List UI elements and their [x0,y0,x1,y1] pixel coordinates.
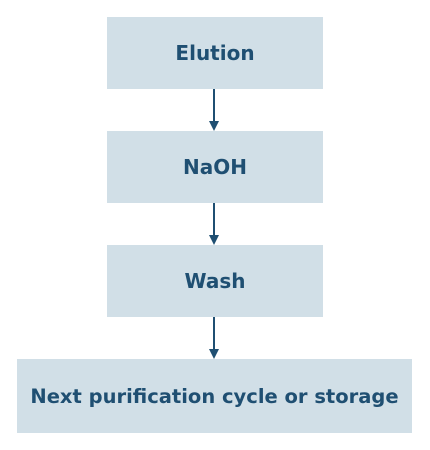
step-box-naoh: NaOH [107,131,323,203]
arrow-wash-to-next-cycle [209,317,219,359]
step-label: Next purification cycle or storage [30,384,399,408]
step-box-elution: Elution [107,17,323,89]
arrow-elution-to-naoh [209,89,219,131]
step-box-wash: Wash [107,245,323,317]
step-box-next-cycle: Next purification cycle or storage [17,359,412,433]
arrow-naoh-to-wash [209,203,219,245]
step-label: Wash [184,269,246,293]
step-label: NaOH [183,155,247,179]
step-label: Elution [175,41,255,65]
